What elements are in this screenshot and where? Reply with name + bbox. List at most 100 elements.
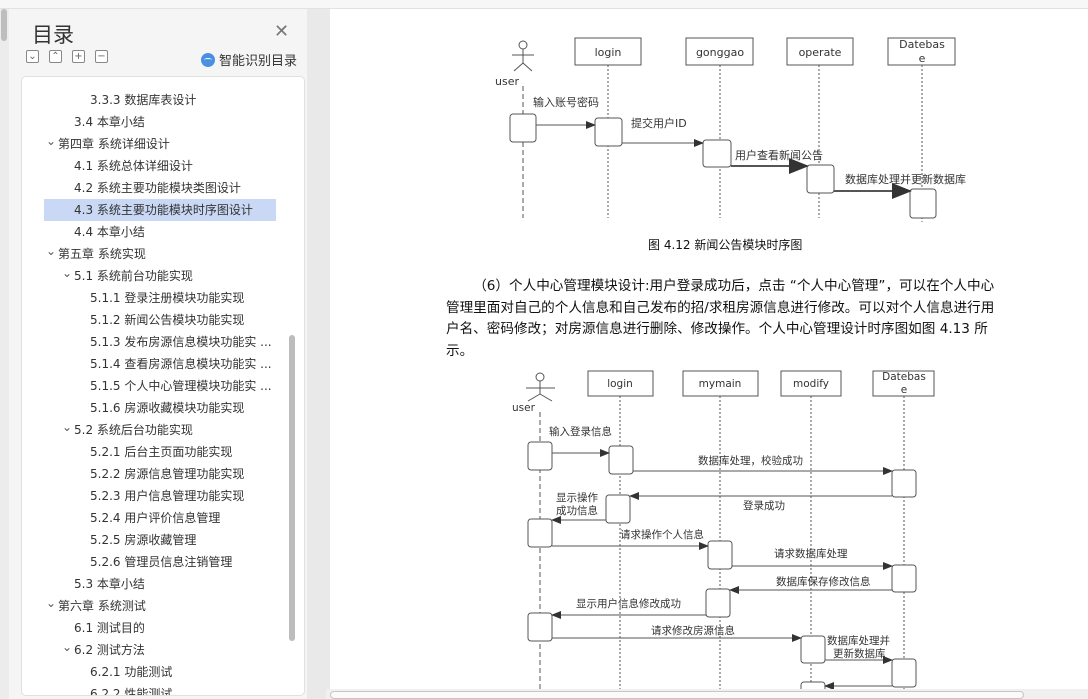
toc-item[interactable]: 6.1 测试目的	[22, 617, 282, 639]
toc-item[interactable]: 5.1.3 发布房源信息模块功能实 ...	[22, 331, 282, 353]
message-label: 数据库处理并更新数据库	[845, 172, 966, 186]
toc-item-label: 3.4 本章小结	[74, 115, 145, 129]
left-scrollbar[interactable]	[0, 9, 9, 699]
message-label: 成功信息	[556, 504, 598, 517]
object-label: modify	[793, 378, 829, 390]
toc-item-label: 5.2.2 房源信息管理功能实现	[90, 467, 245, 481]
toc-item[interactable]: ⌄6.2 测试方法	[22, 639, 282, 661]
object-label: gonggao	[696, 46, 744, 59]
message-label: 更新数据库	[833, 647, 886, 660]
toc-item[interactable]: 5.1.6 房源收藏模块功能实现	[22, 397, 282, 419]
chevron-down-icon[interactable]: ⌄	[46, 134, 57, 148]
message-label: 显示用户信息修改成功	[576, 597, 681, 610]
figure-caption: 图 4.12 新闻公告模块时序图	[648, 238, 803, 252]
plus-icon[interactable]: +	[72, 50, 85, 63]
toc-item[interactable]: 5.1.1 登录注册模块功能实现	[22, 287, 282, 309]
chevron-down-icon[interactable]: ⌄	[62, 266, 73, 280]
toc-item-label: 3.3.3 数据库表设计	[90, 93, 197, 107]
toc-item[interactable]: 5.2.1 后台主页面功能实现	[22, 441, 282, 463]
message-label: 用户查看新闻公告	[735, 148, 823, 162]
toc-item-label: 6.2.2 性能测试	[90, 687, 173, 696]
toc-item[interactable]: ⌄5.1 系统前台功能实现	[22, 265, 282, 287]
body-paragraph: （6）个人中心管理模块设计:用户登录成功后，点击 “个人中心管理”，可以在个人中…	[446, 278, 995, 359]
object-label: Datebas	[899, 38, 945, 51]
expand-up-icon[interactable]: ⌃	[49, 50, 62, 63]
toc-item-label: 5.1.6 房源收藏模块功能实现	[90, 401, 245, 415]
toc-item[interactable]: 4.4 本章小结	[22, 221, 282, 243]
toc-item-label: 4.1 系统总体详细设计	[74, 159, 193, 173]
chevron-down-icon[interactable]: ⌄	[62, 420, 73, 434]
toc-item-label: 5.2 系统后台功能实现	[74, 423, 193, 437]
close-icon[interactable]: ✕	[274, 21, 290, 42]
toc-item-label: 5.1.2 新闻公告模块功能实现	[90, 313, 245, 327]
toc-item[interactable]: ⌄第六章 系统测试	[22, 595, 282, 617]
scrollbar-thumb[interactable]	[1, 9, 7, 41]
message-label: 输入登录信息	[549, 425, 612, 438]
toc-item-label: 4.2 系统主要功能模块类图设计	[74, 181, 241, 195]
object-label: login	[595, 46, 622, 59]
toc-item-label: 5.1.1 登录注册模块功能实现	[90, 291, 245, 305]
chevron-down-icon[interactable]: ⌄	[62, 640, 73, 654]
toc-item[interactable]: ⌄第四章 系统详细设计	[22, 133, 282, 155]
toc-item[interactable]: 6.2.1 功能测试	[22, 661, 282, 683]
message-label: 请求操作个人信息	[620, 528, 704, 541]
actor-label: user	[495, 75, 519, 88]
toc-item[interactable]: ⌄第五章 系统实现	[22, 243, 282, 265]
toc-item-label: 5.2.5 房源收藏管理	[90, 533, 197, 547]
toc-item-label: 第五章 系统实现	[58, 247, 146, 261]
object-label: operate	[799, 46, 842, 59]
smart-toc-label: 智能识别目录	[219, 54, 298, 69]
toc-item-label: 5.2.4 用户评价信息管理	[90, 511, 221, 525]
toc-item[interactable]: ⌄5.2 系统后台功能实现	[22, 419, 282, 441]
object-label: e	[901, 384, 907, 396]
toc-item-label: 5.1 系统前台功能实现	[74, 269, 193, 283]
actor-icon	[526, 372, 555, 402]
toc-item[interactable]: 5.2.3 用户信息管理功能实现	[22, 485, 282, 507]
scrollbar-thumb[interactable]	[330, 691, 1024, 699]
top-ruler	[0, 0, 1088, 9]
actor-icon	[512, 40, 534, 72]
collapse-down-icon[interactable]: ⌄	[26, 50, 39, 63]
toc-sidebar: 目录 ✕ ⌄ ⌃ + − 智能识别目录 3.3.3 数据库表设计 3.4 本章小结…	[9, 9, 307, 699]
toc-item-label: 6.2.1 功能测试	[90, 665, 173, 679]
minus-icon[interactable]: −	[95, 50, 108, 63]
document-page	[330, 9, 1088, 689]
toc-item[interactable]: 6.2.2 性能测试	[22, 683, 282, 696]
toc-scrollbar[interactable]	[289, 335, 295, 641]
toc-item[interactable]: 5.1.4 查看房源信息模块功能实 ...	[22, 353, 282, 375]
toc-item[interactable]: 3.4 本章小结	[22, 111, 282, 133]
horizontal-scrollbar[interactable]	[326, 689, 1088, 699]
toc-item[interactable]: 5.2.5 房源收藏管理	[22, 529, 282, 551]
toc-item-label: 5.1.5 个人中心管理模块功能实 ...	[90, 379, 272, 393]
object-label: login	[607, 378, 633, 390]
object-label: mymain	[699, 378, 742, 390]
toc-item[interactable]: 5.2.6 管理员信息注销管理	[22, 551, 282, 573]
message-label: 请求数据库处理	[774, 547, 848, 560]
toc-item[interactable]: 5.3 本章小结	[22, 573, 282, 595]
toc-item[interactable]: 5.2.2 房源信息管理功能实现	[22, 463, 282, 485]
message-label: 数据库保存修改信息	[776, 575, 871, 588]
toc-item-label: 4.3 系统主要功能模块时序图设计	[74, 203, 253, 217]
toc-item-label: 5.3 本章小结	[74, 577, 145, 591]
toc-item[interactable]: 5.2.4 用户评价信息管理	[22, 507, 282, 529]
sidebar-title: 目录	[32, 23, 74, 47]
chevron-down-icon[interactable]: ⌄	[46, 596, 57, 610]
object-label: e	[919, 52, 926, 65]
message-label: 数据库处理，校验成功	[698, 454, 803, 467]
toc-item[interactable]: 4.3 系统主要功能模块时序图设计	[44, 199, 276, 221]
toc-item-label: 5.1.4 查看房源信息模块功能实 ...	[90, 357, 272, 371]
toc-item[interactable]: 4.2 系统主要功能模块类图设计	[22, 177, 282, 199]
object-label: Datebas	[882, 371, 926, 383]
toc-item-label: 第四章 系统详细设计	[58, 137, 170, 151]
chevron-down-icon[interactable]: ⌄	[46, 244, 57, 258]
toc-item[interactable]: 5.1.5 个人中心管理模块功能实 ...	[22, 375, 282, 397]
smart-toc-button[interactable]: 智能识别目录	[201, 50, 297, 69]
toc-item[interactable]: 5.1.2 新闻公告模块功能实现	[22, 309, 282, 331]
message-label: 输入账号密码	[533, 95, 599, 109]
toc-item-label: 5.1.3 发布房源信息模块功能实 ...	[90, 335, 272, 349]
actor-label: user	[512, 402, 536, 414]
toc-item[interactable]: 4.1 系统总体详细设计	[22, 155, 282, 177]
toc-item-label: 4.4 本章小结	[74, 225, 145, 239]
toc-item[interactable]: 3.3.3 数据库表设计	[22, 89, 282, 111]
